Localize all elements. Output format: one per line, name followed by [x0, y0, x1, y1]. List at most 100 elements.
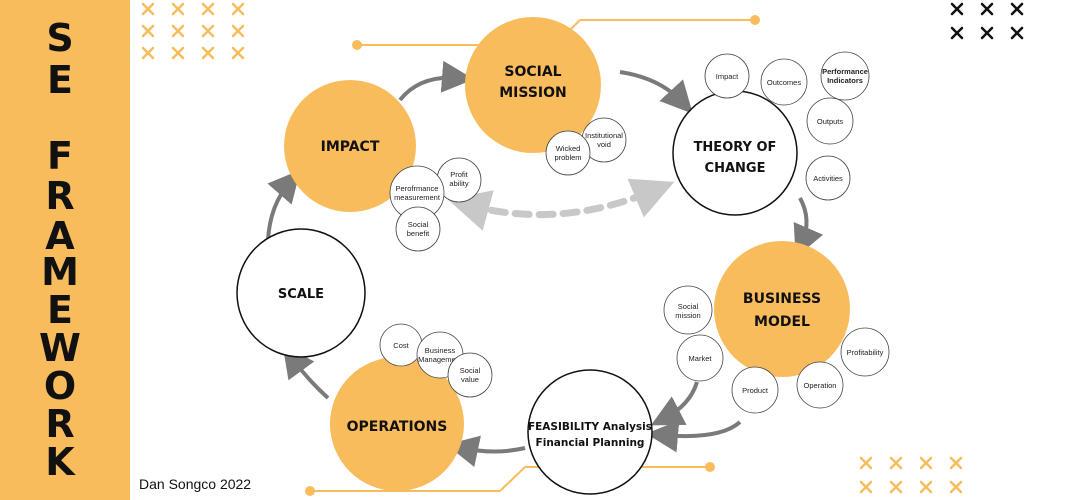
svg-text:Cost: Cost — [393, 341, 409, 350]
x-mark — [231, 24, 245, 38]
decor-x-orange-top — [141, 2, 245, 60]
sub-outputs: Outputs — [806, 97, 854, 145]
x-mark — [950, 26, 964, 40]
sub-activities: Activities — [805, 155, 851, 201]
svg-text:THEORY OF: THEORY OF — [694, 140, 777, 155]
svg-text:measurement: measurement — [394, 193, 441, 202]
svg-text:benefit: benefit — [407, 229, 430, 238]
arrow-business-to-feasibility — [646, 420, 742, 453]
arrow-feasibility-to-operations — [446, 435, 526, 467]
x-mark — [231, 2, 245, 16]
x-mark — [1010, 2, 1024, 16]
svg-text:Social: Social — [678, 302, 699, 311]
svg-text:CHANGE: CHANGE — [705, 161, 766, 176]
x-mark — [201, 24, 215, 38]
svg-text:Perofrmance: Perofrmance — [396, 184, 439, 193]
sub-impact: Impact — [704, 53, 750, 99]
node-theory-of-change: THEORY OF CHANGE — [672, 90, 798, 216]
arrow-operations-to-scale — [282, 345, 330, 400]
svg-text:mission: mission — [675, 311, 700, 320]
sub-performance-indicators: Performance Indicators — [820, 51, 870, 101]
svg-text:void: void — [597, 140, 611, 149]
x-mark — [171, 2, 185, 16]
sub-social-value: Social value — [447, 352, 493, 398]
sub-cost: Cost — [379, 323, 423, 367]
svg-text:Impact: Impact — [716, 72, 739, 81]
arrow-toc-to-business — [793, 197, 824, 258]
svg-text:Activities: Activities — [813, 174, 843, 183]
x-mark — [980, 2, 994, 16]
svg-text:ability: ability — [449, 179, 468, 188]
node-social-mission: SOCIAL MISSION — [465, 17, 601, 153]
title-letter: M — [41, 250, 79, 294]
credit-text: Dan Songco 2022 — [139, 476, 252, 492]
x-mark — [1010, 26, 1024, 40]
x-mark — [949, 480, 963, 494]
svg-text:Profit: Profit — [450, 170, 468, 179]
title-letter: R — [45, 174, 75, 218]
title-letter: R — [45, 402, 75, 446]
x-mark — [950, 2, 964, 16]
sub-wicked-problem: Wicked problem — [545, 130, 591, 176]
title-letter: O — [43, 364, 77, 408]
node-scale: SCALE — [236, 228, 366, 358]
svg-text:value: value — [461, 375, 479, 384]
svg-text:Indicators: Indicators — [827, 76, 863, 85]
svg-text:Business: Business — [425, 346, 456, 355]
svg-text:Wicked: Wicked — [556, 144, 581, 153]
x-mark — [859, 480, 873, 494]
x-mark — [949, 456, 963, 470]
sub-operation: Operation — [796, 361, 844, 409]
svg-text:problem: problem — [554, 153, 581, 162]
sub-product: Product — [731, 366, 779, 414]
x-mark — [231, 46, 245, 60]
svg-text:Institutional: Institutional — [585, 131, 623, 140]
svg-text:MODEL: MODEL — [754, 314, 810, 330]
sub-social-benefit: Social benefit — [395, 206, 441, 252]
node-business-model: BUSINESS MODEL — [714, 241, 850, 377]
svg-text:Operation: Operation — [804, 381, 837, 390]
svg-text:Outcomes: Outcomes — [767, 78, 801, 87]
svg-text:OPERATIONS: OPERATIONS — [347, 419, 448, 435]
x-mark — [919, 456, 933, 470]
sub-performance-measurement: Perofrmance measurement — [389, 165, 445, 221]
arrow-mission-to-toc — [619, 70, 693, 114]
x-mark — [141, 24, 155, 38]
node-feasibility: FEASIBILITY Analysis Financial Planning — [527, 369, 653, 495]
svg-text:SOCIAL: SOCIAL — [504, 64, 561, 80]
title-letter: F — [47, 134, 73, 178]
svg-text:Market: Market — [689, 354, 713, 363]
title-letter: W — [39, 326, 81, 370]
svg-text:Profitability: Profitability — [847, 348, 884, 357]
x-mark — [980, 26, 994, 40]
sub-profitability: Profitability — [840, 327, 890, 377]
arrow-market-to-feasibility — [650, 381, 699, 426]
decor-x-orange-bottom — [859, 456, 963, 494]
svg-text:Social: Social — [460, 366, 481, 375]
sub-market: Market — [676, 334, 724, 382]
svg-text:Management: Management — [418, 355, 463, 364]
node-impact: IMPACT — [284, 80, 416, 212]
title-letter: K — [45, 440, 75, 484]
x-mark — [201, 46, 215, 60]
svg-text:Financial Planning: Financial Planning — [536, 437, 645, 449]
title-letter: A — [45, 214, 75, 258]
svg-text:BUSINESS: BUSINESS — [743, 291, 821, 307]
svg-text:Product: Product — [742, 386, 769, 395]
node-operations: OPERATIONS — [330, 357, 464, 491]
sidebar-band — [0, 0, 130, 500]
x-mark — [889, 480, 903, 494]
decor-x-black-top — [950, 2, 1024, 40]
svg-text:IMPACT: IMPACT — [321, 139, 380, 155]
svg-text:MISSION: MISSION — [499, 85, 567, 101]
svg-text:Social: Social — [408, 220, 429, 229]
svg-text:Performance: Performance — [822, 67, 868, 76]
arrow-impact-to-mission — [398, 60, 474, 102]
x-mark — [171, 46, 185, 60]
arrow-scale-to-impact — [266, 169, 301, 241]
x-mark — [171, 24, 185, 38]
title-letter: E — [47, 58, 73, 102]
x-mark — [919, 480, 933, 494]
svg-text:FEASIBILITY Analysis: FEASIBILITY Analysis — [528, 421, 652, 433]
